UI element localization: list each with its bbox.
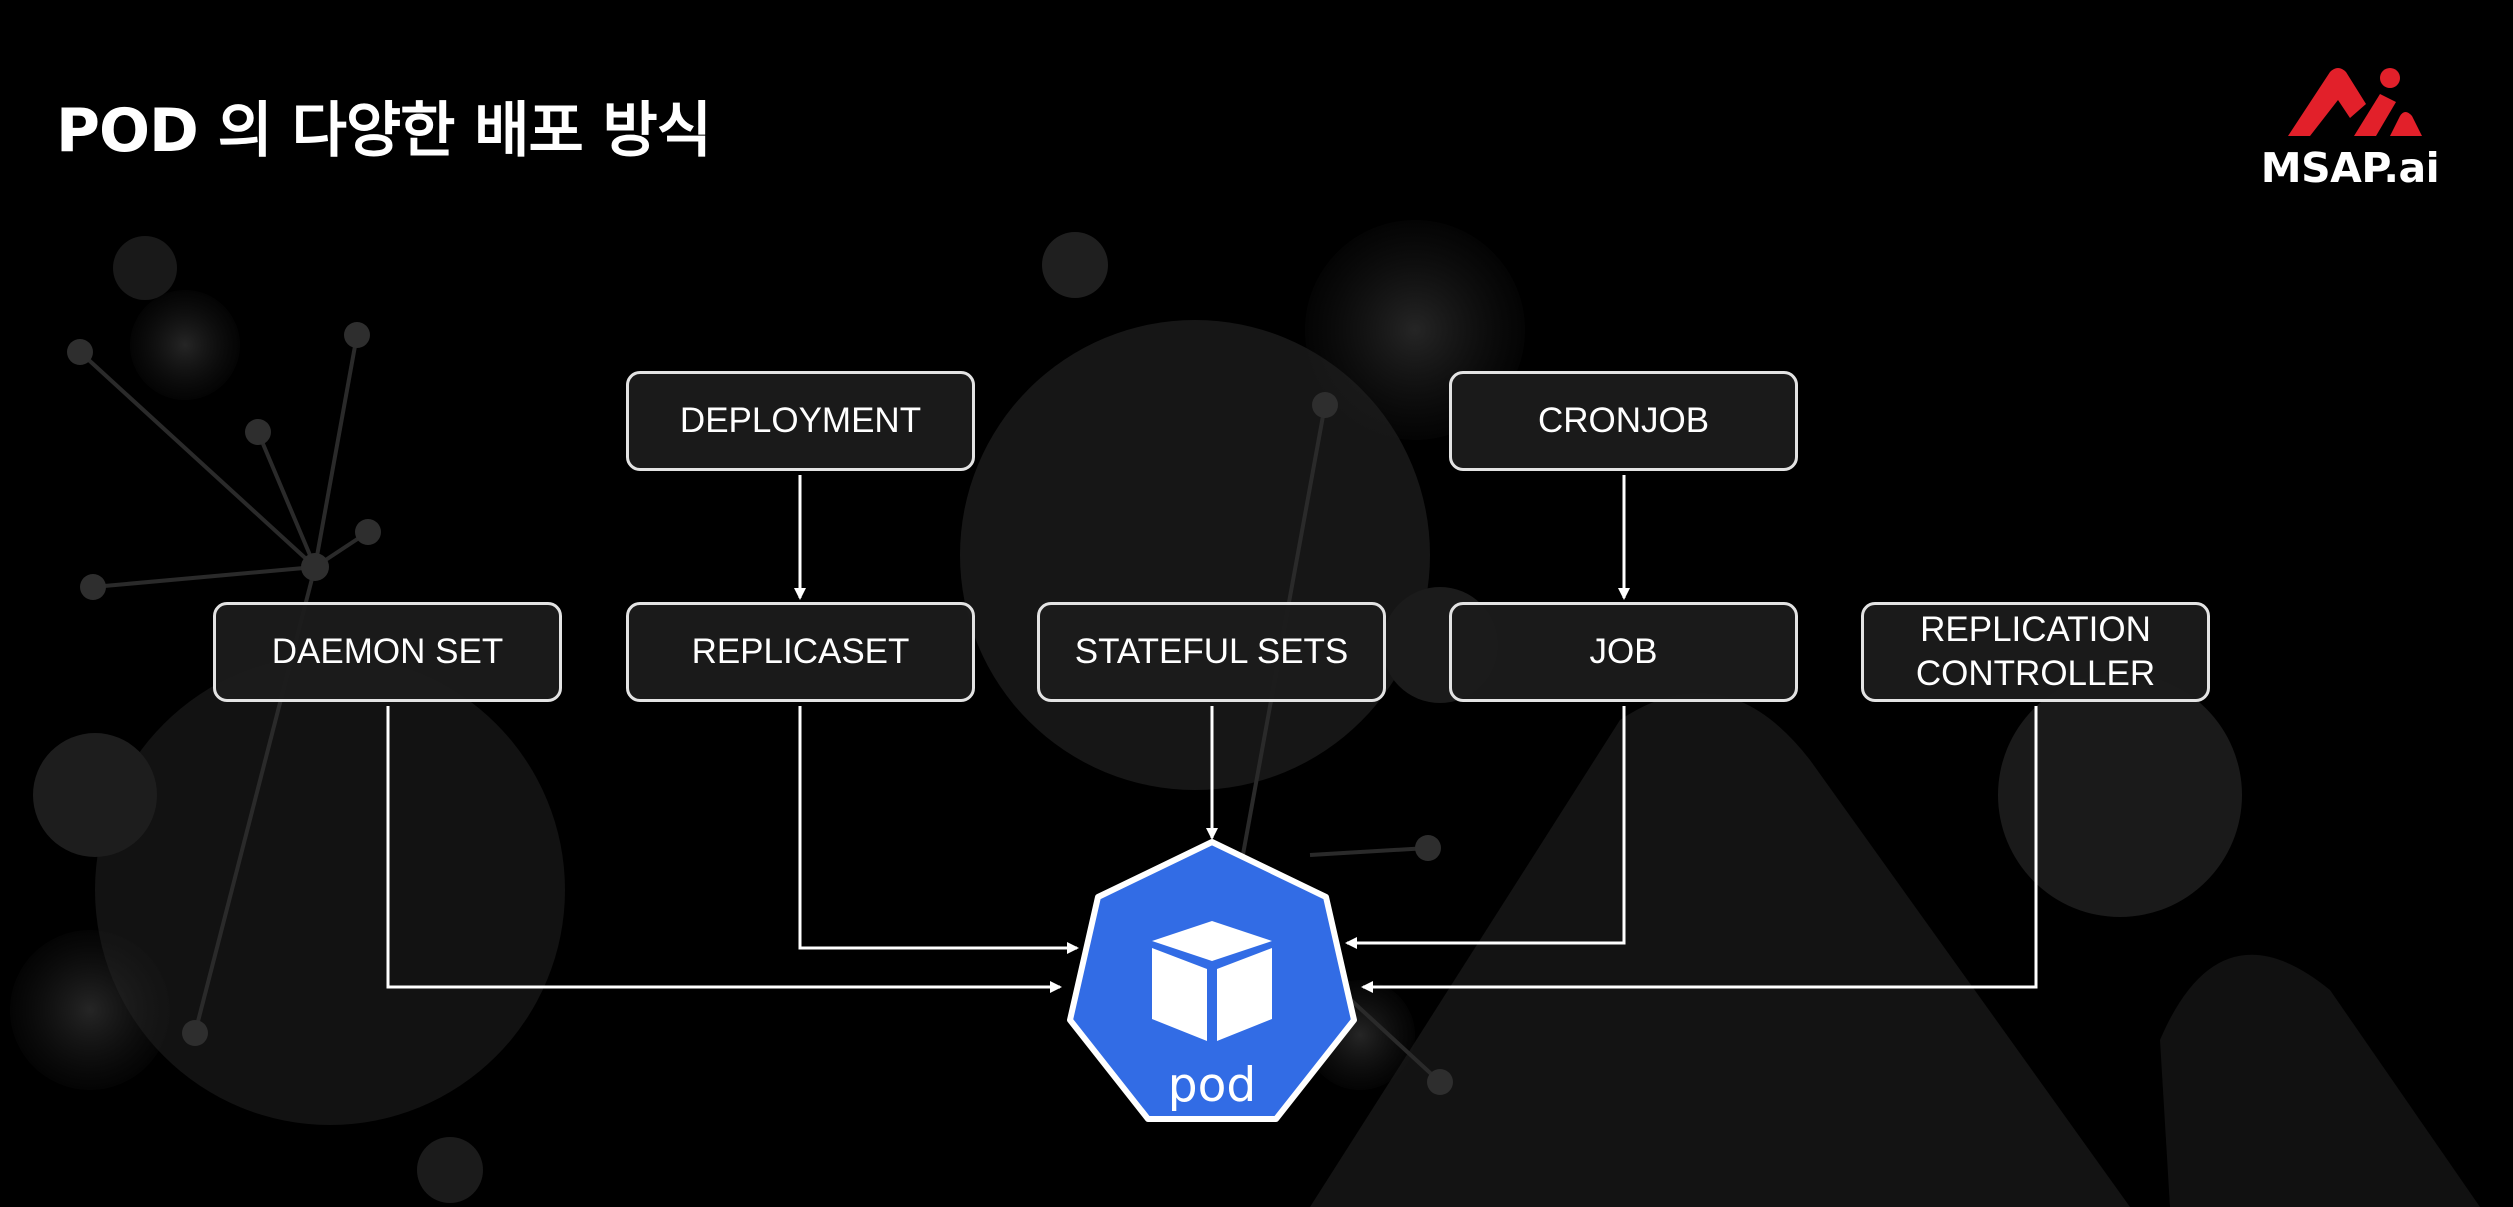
slide-title: POD 의 다양한 배포 방식 [56, 96, 712, 166]
background-circle [10, 930, 170, 1090]
node-stateful-sets: STATEFUL SETS [1037, 602, 1386, 702]
node-replicaset: REPLICASET [626, 602, 975, 702]
background-circle [33, 733, 157, 857]
background-circle [1998, 673, 2242, 917]
node-label: REPLICASET [691, 632, 910, 671]
node-daemon-set: DAEMON SET [213, 602, 562, 702]
edge-daemon-set-to-pod [386, 706, 1062, 993]
brand-logo: MSAP.ai [2230, 64, 2470, 194]
node-label: STATEFUL SETS [1074, 632, 1349, 671]
background-network-dots [67, 322, 1453, 1095]
edge-job-to-pod [1345, 706, 1626, 949]
node-replication-controller: REPLICATION CONTROLLER [1861, 602, 2210, 702]
brand-name: MSAP.ai [2260, 144, 2440, 192]
node-label: DEPLOYMENT [679, 401, 922, 440]
background-circle [1042, 232, 1108, 298]
pod-label: pod [1168, 1058, 1256, 1113]
node-label: DAEMON SET [271, 632, 504, 671]
node-label: REPLICATION CONTROLLER [1915, 610, 2156, 693]
edge-replication-controller-to-pod [1361, 706, 2038, 993]
background-circle [130, 290, 240, 400]
node-job: JOB [1449, 602, 1798, 702]
node-cronjob: CRONJOB [1449, 371, 1798, 471]
node-label: CRONJOB [1537, 401, 1710, 440]
background-decoration [10, 220, 2480, 1207]
background-circle [95, 655, 565, 1125]
connectors [386, 475, 2038, 993]
pod-heptagon [1067, 839, 1357, 1122]
background-a-shape-right [2160, 954, 2480, 1207]
background-circle [113, 236, 177, 300]
cube-icon [1152, 921, 1272, 1041]
background-circle [417, 1137, 483, 1203]
node-label: JOB [1589, 632, 1658, 671]
background-a-shape [1310, 692, 2130, 1207]
node-deployment: DEPLOYMENT [626, 371, 975, 471]
msap-logo-icon [2288, 68, 2422, 136]
pod-node: pod [1067, 839, 1357, 1122]
edge-replicaset-to-pod [798, 706, 1079, 954]
